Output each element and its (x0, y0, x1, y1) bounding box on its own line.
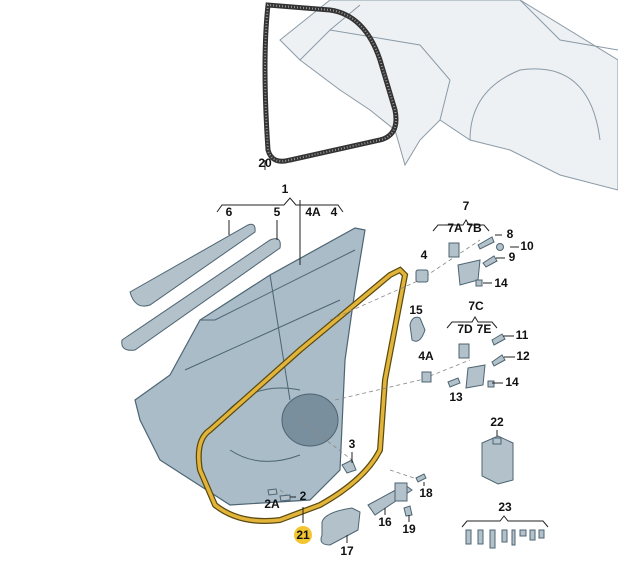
label-1[interactable]: 1 (282, 182, 289, 196)
label-10[interactable]: 10 (520, 239, 534, 253)
label-5[interactable]: 5 (274, 205, 281, 219)
label-4-hinge[interactable]: 4 (421, 248, 428, 262)
screw-set-23 (465, 529, 545, 549)
label-4A-hinge[interactable]: 4A (418, 349, 434, 363)
bolt-13 (447, 377, 461, 388)
label-6[interactable]: 6 (226, 205, 233, 219)
hinge-7A (448, 242, 460, 258)
car-body-outline (279, 0, 618, 191)
label-15[interactable]: 15 (409, 303, 423, 317)
label-19[interactable]: 19 (402, 522, 416, 536)
label-9[interactable]: 9 (509, 250, 516, 264)
label-4[interactable]: 4 (331, 205, 338, 219)
handle-cover-17 (320, 507, 361, 546)
bolt-8 (477, 236, 495, 250)
bolt-12 (491, 354, 506, 367)
pin-2A (267, 488, 278, 496)
label-4A[interactable]: 4A (305, 205, 321, 219)
touch-up-paint-22 (481, 435, 514, 485)
label-7A[interactable]: 7A (447, 221, 463, 235)
label-20[interactable]: 20 (258, 156, 272, 170)
label-8[interactable]: 8 (507, 227, 514, 241)
bolt-19 (403, 505, 413, 517)
label-2[interactable]: 2 (300, 489, 307, 503)
trim-strip-5 (121, 238, 281, 351)
bolt-18 (415, 473, 427, 483)
label-2A[interactable]: 2A (264, 497, 280, 511)
label-14-lower[interactable]: 14 (505, 375, 519, 389)
label-14-upper[interactable]: 14 (494, 276, 508, 290)
bolt-11 (491, 333, 506, 346)
label-3[interactable]: 3 (349, 437, 356, 451)
bolt-9 (482, 255, 498, 268)
label-17[interactable]: 17 (340, 544, 354, 558)
label-21[interactable]: 21 (296, 528, 310, 542)
label-12[interactable]: 12 (516, 349, 530, 363)
label-7C[interactable]: 7C (468, 299, 484, 313)
label-7[interactable]: 7 (463, 199, 470, 213)
part-4A (421, 371, 432, 383)
label-16[interactable]: 16 (378, 515, 392, 529)
label-7D[interactable]: 7D (457, 322, 473, 336)
pin-2 (279, 494, 291, 502)
part-4 (415, 269, 429, 283)
bolt-3 (341, 459, 357, 474)
hinge-7D (458, 343, 470, 359)
label-22[interactable]: 22 (490, 415, 504, 429)
label-18[interactable]: 18 (419, 486, 433, 500)
speaker-opening (281, 393, 339, 447)
label-23[interactable]: 23 (498, 500, 512, 514)
trim-strip-6 (129, 223, 256, 307)
highlight-marker-21 (294, 526, 312, 544)
check-valve-15 (409, 316, 426, 342)
label-7E[interactable]: 7E (477, 322, 492, 336)
hinge-7E (465, 364, 486, 389)
label-7B[interactable]: 7B (466, 221, 482, 235)
label-11[interactable]: 11 (516, 328, 529, 342)
nut-10 (496, 243, 504, 251)
label-13[interactable]: 13 (449, 390, 463, 404)
